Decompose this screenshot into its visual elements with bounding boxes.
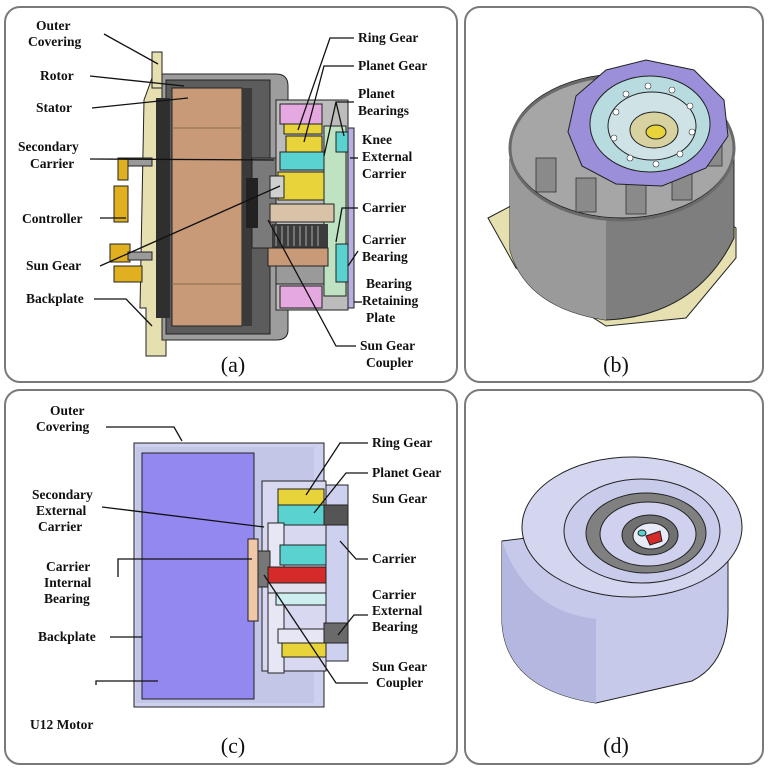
label-c-carrier-internal-bearing-1: Carrier	[46, 559, 90, 574]
label-bearing-retaining-plate-2: Retaining	[362, 293, 419, 308]
label-backplate: Backplate	[26, 291, 84, 306]
label-c-sun-gear-coupler-1: Sun Gear	[372, 659, 427, 674]
label-controller: Controller	[22, 211, 83, 226]
caption-d: (d)	[603, 733, 629, 758]
label-c-secondary-external-carrier-1: Secondary	[32, 487, 93, 502]
u12-motor-part	[141, 452, 255, 700]
panel-c-drawing: Outer Covering Secondary External Carrie…	[30, 403, 441, 758]
sun-gear-coupler-part	[267, 566, 327, 584]
panel-d-drawing: (d)	[501, 456, 743, 758]
label-secondary-carrier-1: Secondary	[18, 139, 79, 154]
label-c-sun-gear: Sun Gear	[372, 491, 427, 506]
label-c-carrier: Carrier	[372, 551, 416, 566]
label-sun-gear-coupler-2: Coupler	[366, 355, 413, 370]
panel-a-leader-lines	[89, 33, 362, 347]
label-c-carrier-internal-bearing-2: Internal	[44, 575, 91, 590]
label-c-planet-gear: Planet Gear	[372, 465, 441, 480]
caption-b: (b)	[603, 352, 629, 377]
sun-gear-red	[645, 530, 663, 546]
ring-gear-part	[277, 488, 325, 506]
label-c-u12-motor: U12 Motor	[30, 717, 93, 732]
label-planet-bearings-1: Planet	[358, 86, 395, 101]
label-carrier-bearing-1: Carrier	[362, 232, 406, 247]
caption-a: (a)	[221, 352, 245, 377]
label-c-carrier-external-bearing-3: Bearing	[372, 619, 418, 634]
label-stator: Stator	[36, 100, 72, 115]
sun-gear-part-top	[323, 504, 349, 526]
pink-part-bottom	[279, 285, 323, 309]
planet-gear-part	[277, 504, 325, 526]
label-knee-external-carrier-2: External	[362, 149, 412, 164]
label-c-secondary-external-carrier-2: External	[36, 503, 86, 518]
label-c-outer-covering-2: Covering	[36, 419, 89, 434]
label-ring-gear: Ring Gear	[358, 30, 418, 45]
label-c-carrier-external-bearing-2: External	[372, 603, 422, 618]
label-c-carrier-internal-bearing-3: Bearing	[44, 591, 90, 606]
label-outer-covering-2: Covering	[28, 34, 81, 49]
label-c-outer-covering-1: Outer	[50, 403, 85, 418]
caption-c: (c)	[221, 733, 245, 758]
panel-b: (b)	[464, 6, 764, 383]
label-knee-external-carrier-1: Knee	[362, 132, 392, 147]
panel-a-drawing: Outer Covering Rotor Stator Secondary Ca…	[18, 18, 427, 377]
label-carrier-bearing-2: Bearing	[362, 249, 408, 264]
label-sun-gear-coupler-1: Sun Gear	[360, 338, 415, 353]
label-rotor: Rotor	[40, 68, 74, 83]
label-planet-bearings-2: Bearings	[358, 103, 409, 118]
label-bearing-retaining-plate-1: Bearing	[366, 276, 412, 291]
planet-gear-part	[285, 135, 323, 153]
carrier-bearing-part	[335, 243, 349, 283]
bearing-retaining-plate-part	[347, 127, 355, 309]
panel-b-drawing: (b)	[487, 59, 737, 377]
carrier-internal-bearing-part	[247, 538, 259, 622]
label-carrier: Carrier	[362, 200, 406, 215]
label-knee-external-carrier-3: Carrier	[362, 166, 406, 181]
controller-part	[113, 185, 129, 223]
outer-covering-part	[151, 51, 163, 89]
label-bearing-retaining-plate-3: Plate	[366, 310, 395, 325]
panel-c-leader-lines	[95, 426, 368, 685]
panel-d: (d)	[464, 389, 764, 765]
ring-gear-part	[283, 123, 323, 135]
label-c-carrier-external-bearing-1: Carrier	[372, 587, 416, 602]
label-c-sun-gear-coupler-2: Coupler	[376, 675, 423, 690]
label-planet-gear: Planet Gear	[358, 58, 427, 73]
label-sun-gear: Sun Gear	[26, 258, 81, 273]
label-c-secondary-external-carrier-3: Carrier	[38, 519, 82, 534]
label-c-ring-gear: Ring Gear	[372, 435, 432, 450]
panel-a: Outer Covering Rotor Stator Secondary Ca…	[4, 6, 458, 383]
label-c-backplate: Backplate	[38, 629, 96, 644]
label-outer-covering-1: Outer	[36, 18, 71, 33]
label-secondary-carrier-2: Carrier	[30, 156, 74, 171]
panel-c: Outer Covering Secondary External Carrie…	[4, 389, 458, 765]
